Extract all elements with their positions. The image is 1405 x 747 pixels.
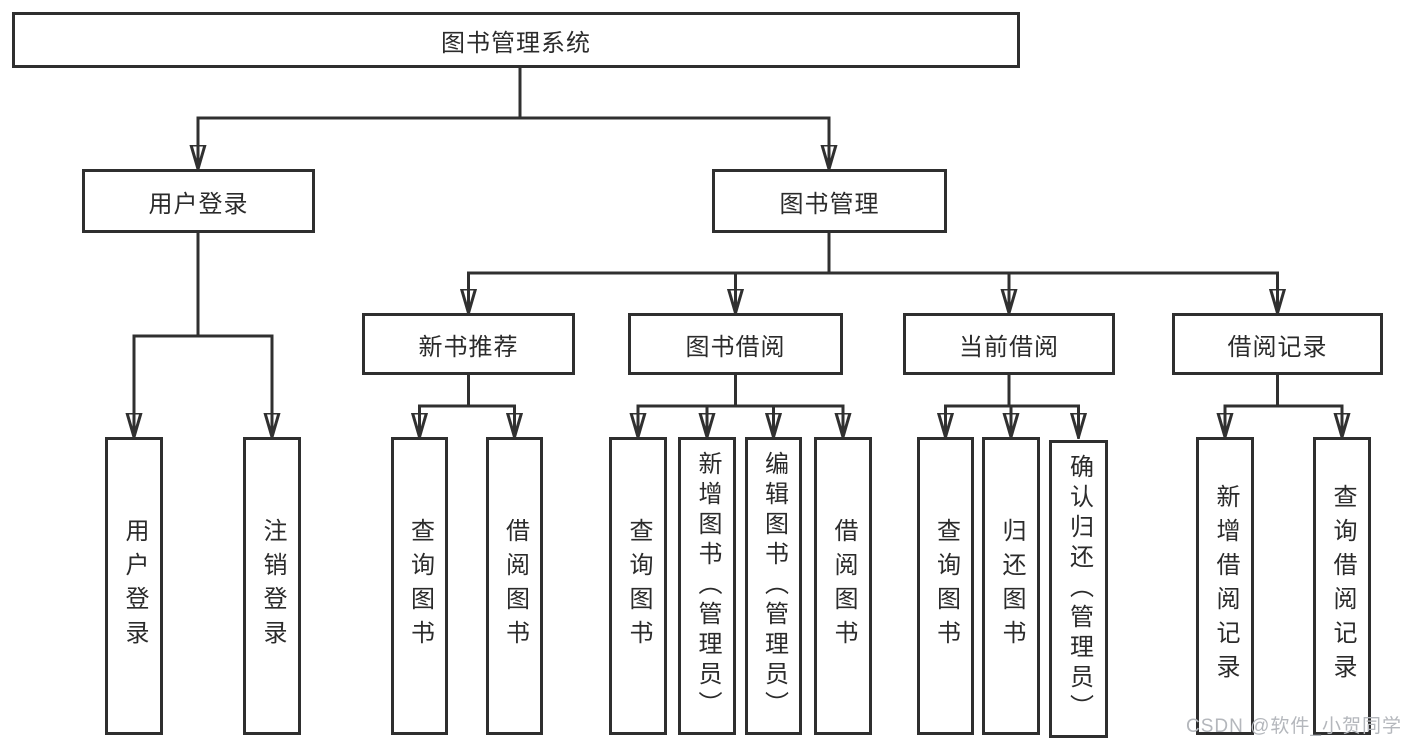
- leaf-add-books-admin: 新增图书（管理员）: [678, 437, 736, 735]
- node-book-borrow: 图书借阅: [628, 313, 843, 375]
- leaf-logout: 注销登录: [243, 437, 301, 735]
- leaf-label: 借阅图书: [830, 518, 857, 654]
- connector-book-borrow-children: [638, 373, 843, 437]
- leaf-label: 新增图书（管理员）: [694, 451, 721, 721]
- leaf-edit-books-admin: 编辑图书（管理员）: [745, 437, 802, 735]
- leaf-query-books-3: 查询图书: [917, 437, 974, 735]
- node-borrow-records: 借阅记录: [1172, 313, 1383, 375]
- leaf-label: 查询图书: [625, 518, 652, 654]
- leaf-label: 查询图书: [932, 518, 960, 654]
- leaf-query-books-1: 查询图书: [391, 437, 448, 735]
- leaf-label: 查询借阅记录: [1329, 484, 1356, 688]
- node-current-borrow: 当前借阅: [903, 313, 1115, 375]
- leaf-label: 借阅图书: [501, 518, 529, 654]
- connector-book-management-children: [469, 231, 1278, 313]
- leaf-label: 归还图书: [998, 518, 1025, 654]
- leaf-borrow-books-1: 借阅图书: [486, 437, 543, 735]
- leaf-label: 查询图书: [406, 518, 434, 654]
- connector-user-login-children: [134, 231, 272, 437]
- leaf-confirm-return-admin: 确认归还（管理员）: [1049, 440, 1108, 738]
- leaf-label: 编辑图书（管理员）: [760, 451, 788, 721]
- leaf-add-borrow-record: 新增借阅记录: [1196, 437, 1254, 735]
- node-library-system: 图书管理系统: [12, 12, 1020, 68]
- node-new-book-recommend: 新书推荐: [362, 313, 575, 375]
- connector-root-to-level1: [198, 66, 829, 169]
- leaf-label: 新增借阅记录: [1212, 484, 1239, 688]
- leaf-query-borrow-record: 查询借阅记录: [1313, 437, 1371, 735]
- connector-borrow-records-children: [1225, 373, 1342, 437]
- leaf-user-login: 用户登录: [105, 437, 163, 735]
- node-user-login: 用户登录: [82, 169, 315, 233]
- leaf-label: 用户登录: [121, 518, 148, 654]
- csdn-watermark: CSDN @软件_小贺同学: [1186, 716, 1402, 737]
- connector-current-borrow-children: [946, 373, 1079, 437]
- node-book-management: 图书管理: [712, 169, 947, 233]
- connector-new-book-recommend-children: [420, 373, 515, 437]
- leaf-return-books: 归还图书: [982, 437, 1040, 735]
- leaf-borrow-books-2: 借阅图书: [814, 437, 872, 735]
- leaf-query-books-2: 查询图书: [609, 437, 667, 735]
- leaf-label: 注销登录: [259, 518, 286, 654]
- leaf-label: 确认归还（管理员）: [1065, 454, 1093, 724]
